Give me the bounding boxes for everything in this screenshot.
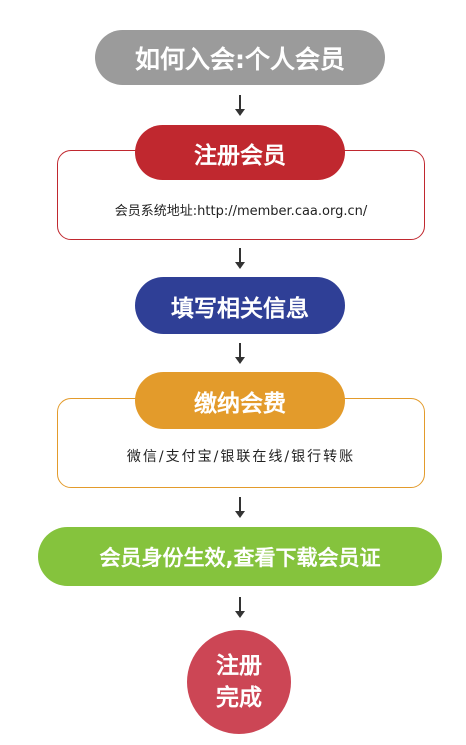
fee-detail-text: 微信/支付宝/银联在线/银行转账: [126, 449, 356, 465]
arrow-down-icon: [234, 497, 246, 519]
effective-pill: 会员身份生效,查看下载会员证: [38, 527, 442, 586]
complete-circle: 注册 完成: [187, 630, 291, 734]
register-pill: 注册会员: [135, 125, 345, 180]
effective-label: 会员身份生效,查看下载会员证: [99, 545, 381, 570]
fill-info-label: 填写相关信息: [171, 295, 309, 322]
title-text: 如何入会:个人会员: [135, 44, 345, 74]
complete-line1: 注册: [216, 653, 262, 679]
arrow-down-icon: [234, 597, 246, 619]
register-label: 注册会员: [194, 142, 286, 169]
fill-info-pill: 填写相关信息: [135, 277, 345, 334]
fee-label: 缴纳会费: [194, 390, 286, 417]
complete-line2: 完成: [216, 685, 262, 711]
fee-pill: 缴纳会费: [135, 372, 345, 429]
title-pill: 如何入会:个人会员: [95, 30, 385, 85]
register-detail-text: 会员系统地址:http://member.caa.org.cn/: [114, 203, 368, 219]
arrow-down-icon: [234, 248, 246, 270]
arrow-down-icon: [234, 343, 246, 365]
arrow-down-icon: [234, 95, 246, 117]
